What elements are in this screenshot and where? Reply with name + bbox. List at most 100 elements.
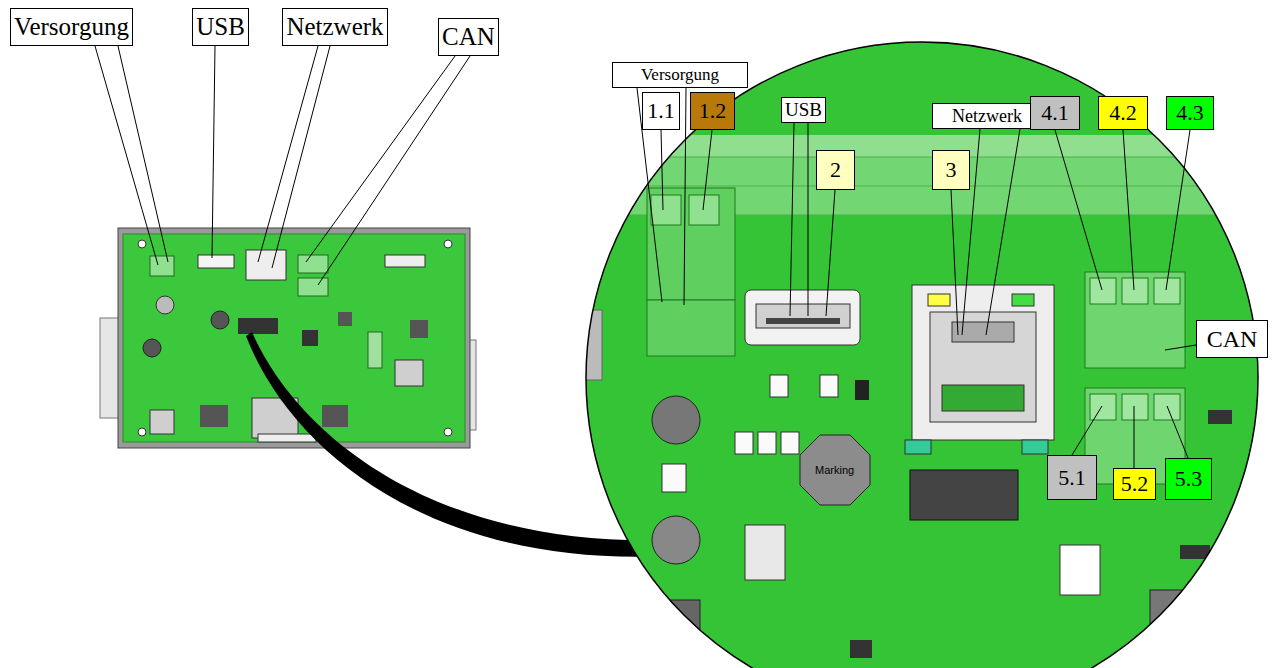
callout-box: 3 [932, 150, 970, 190]
chip [1208, 410, 1232, 424]
part [745, 525, 785, 580]
terminal-screw [1090, 278, 1116, 304]
part [781, 432, 799, 454]
connector [368, 332, 382, 368]
callout-text: 3 [946, 157, 957, 183]
mounting-hole [138, 240, 146, 248]
callout-box: Netzwerk [282, 8, 388, 46]
leader-line [1055, 130, 1102, 290]
din-clip [100, 318, 120, 418]
ram-chip [200, 448, 228, 449]
leader-line [1072, 406, 1102, 455]
leader-line [684, 88, 686, 305]
callout-text: 2 [830, 157, 841, 183]
callout-box: 2 [816, 150, 855, 190]
chip [410, 320, 428, 338]
rj45-latch [952, 322, 1014, 342]
usb-socket [198, 255, 234, 268]
leader-line [661, 130, 663, 210]
led [1012, 294, 1034, 306]
leader-line [212, 46, 215, 258]
ribbon-connector [385, 255, 425, 267]
leader-line [703, 130, 712, 210]
callout-box: 4.2 [1098, 96, 1148, 130]
leader-line [1166, 130, 1190, 290]
callout-box: 4.3 [1166, 96, 1214, 130]
inductor [143, 339, 161, 357]
callout-box: 5.3 [1165, 458, 1212, 500]
callout-box: Versorgung [612, 62, 748, 88]
leader-line [306, 56, 455, 262]
part [770, 375, 788, 397]
capacitor [156, 296, 174, 314]
leader-line [951, 190, 958, 335]
power-connector [150, 256, 174, 276]
sd-slot [395, 360, 423, 386]
callout-box: Netzwerk [932, 103, 1042, 129]
callout-box: 1.2 [690, 92, 735, 130]
leader-line [118, 46, 168, 262]
rj45-socket [246, 250, 286, 280]
callout-text: USB [785, 99, 822, 121]
callout-text: CAN [1207, 326, 1258, 353]
callout-box: 1.1 [642, 92, 680, 130]
rail-edge [580, 186, 1274, 187]
rj45-pins [942, 385, 1024, 411]
part-marking: Marking [815, 464, 854, 476]
terminal-screw [1122, 278, 1148, 304]
callout-text: 4.1 [1041, 100, 1069, 126]
part [758, 432, 776, 454]
usb-socket [745, 290, 860, 345]
leader-line [986, 129, 1020, 335]
usb-tongue [766, 318, 840, 324]
power-terminal [647, 300, 735, 356]
part [1022, 440, 1048, 454]
terminal-screw [1090, 394, 1116, 420]
leader-lines [95, 46, 1196, 468]
terminal-screw [651, 195, 681, 225]
callout-text: Versorgung [641, 65, 719, 85]
chip [302, 330, 318, 346]
callout-text: CAN [442, 23, 495, 51]
callout-text: 5.1 [1058, 465, 1086, 491]
callout-box: 5.2 [1113, 468, 1156, 500]
leader-line [272, 46, 330, 268]
callout-text: USB [196, 13, 245, 41]
chip [322, 405, 348, 427]
leader-line [1123, 130, 1134, 290]
callout-text: 4.3 [1176, 100, 1204, 126]
inductor [211, 311, 229, 329]
pcb-zoom [580, 30, 1274, 668]
can-connector [298, 255, 328, 273]
zoom-detail [580, 30, 1274, 668]
leader-line [790, 123, 794, 316]
callout-box: Versorgung [10, 8, 133, 46]
leader-line [1167, 406, 1188, 458]
usb-slot [756, 304, 850, 328]
rj45-socket [912, 285, 1054, 440]
part [660, 600, 700, 640]
callout-box: CAN [1196, 320, 1268, 358]
callout-text: Netzwerk [952, 106, 1022, 127]
callout-box: USB [781, 97, 826, 123]
callout-box: USB [192, 8, 249, 46]
mounting-hole [138, 428, 146, 436]
leader-line [95, 46, 158, 265]
callout-text: 1.2 [699, 98, 727, 124]
leader-line [1134, 406, 1135, 468]
part [735, 432, 753, 454]
ribbon-connector [258, 434, 316, 442]
inductor [800, 435, 870, 505]
part [1060, 545, 1100, 595]
callout-box: 4.1 [1030, 96, 1080, 130]
callout-text: 1.1 [647, 98, 675, 124]
chip [850, 640, 872, 658]
led [928, 294, 950, 306]
callout-text: 5.3 [1175, 466, 1203, 492]
leader-line [808, 123, 809, 316]
zoom-circle [586, 42, 1258, 668]
transformer-chip [910, 470, 1018, 520]
